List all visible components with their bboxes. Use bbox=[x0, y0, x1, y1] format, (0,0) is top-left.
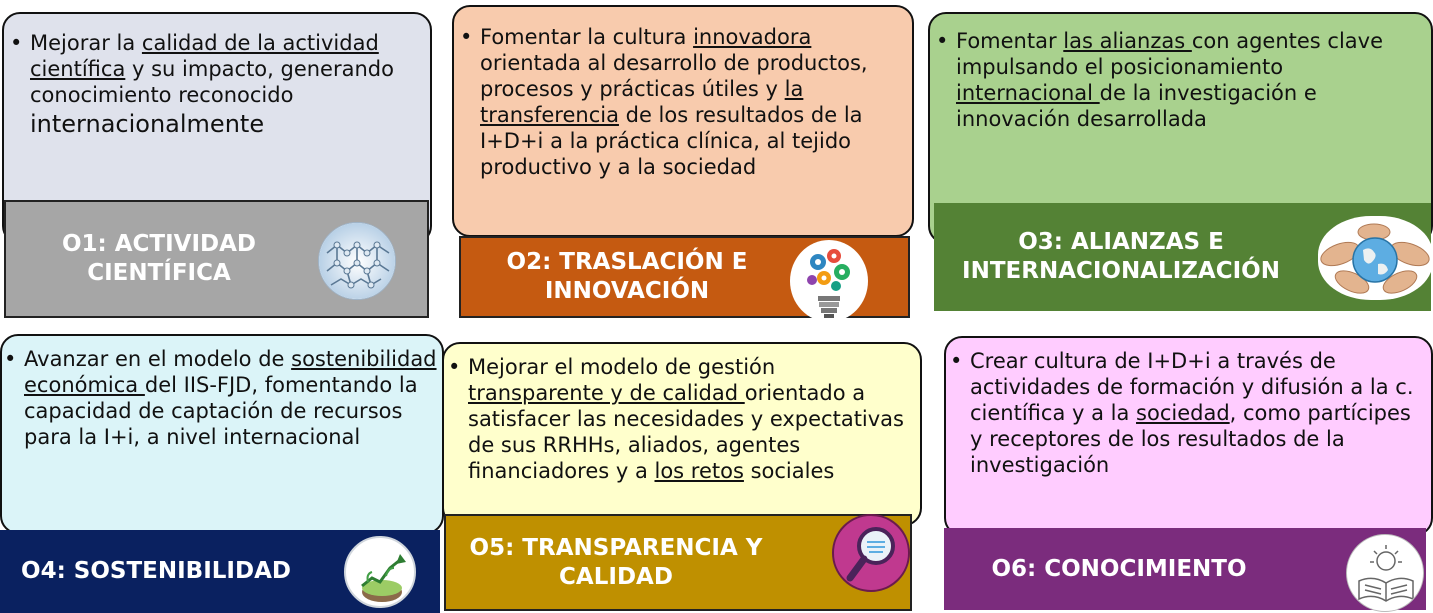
objective-text-o2: Fomentar la cultura innovadora orientada… bbox=[458, 24, 888, 180]
objective-text-o1: Mejorar la calidad de la actividad cient… bbox=[8, 30, 428, 140]
molecule-network-icon bbox=[318, 222, 396, 300]
objective-title-o3: O3: ALIANZAS E bbox=[1018, 229, 1224, 255]
objective-bar-o1: O1: ACTIVIDAD CIENTÍFICA bbox=[4, 200, 429, 318]
objective-title-o1-line2: CIENTÍFICA bbox=[87, 260, 231, 286]
objective-title-o2-line2: INNOVACIÓN bbox=[544, 278, 710, 304]
objective-title-o5: O5: TRANSPARENCIA Y bbox=[469, 534, 763, 561]
objective-title-o4: O4: SOSTENIBILIDAD bbox=[21, 558, 291, 584]
objective-text-o3: Fomentar las alianzas con agentes clave … bbox=[934, 28, 1404, 132]
globe-hands-icon bbox=[1318, 216, 1433, 300]
objective-text-o4: Avanzar en el modelo de sostenibilidad e… bbox=[2, 346, 442, 450]
objective-text-o5: Mejorar el modelo de gestión transparent… bbox=[446, 354, 912, 512]
objective-title-o2: O2: TRASLACIÓN E bbox=[506, 249, 748, 275]
objective-bar-o6: O6: CONOCIMIENTO bbox=[944, 528, 1426, 610]
magnifying-glass-icon bbox=[832, 514, 910, 592]
growth-chart-plant-icon bbox=[344, 536, 416, 608]
objective-text-o6: Crear cultura de I+D+i a través de activ… bbox=[948, 348, 1428, 478]
objective-title-o5-line2: CALIDAD bbox=[559, 563, 673, 590]
objective-title-o3-line2: INTERNACIONALIZACIÓN bbox=[962, 258, 1280, 284]
objective-title-o6: O6: CONOCIMIENTO bbox=[991, 555, 1247, 582]
objective-title-o1: O1: ACTIVIDAD bbox=[61, 231, 257, 257]
open-book-icon bbox=[1346, 534, 1424, 612]
lightbulb-gears-icon bbox=[790, 240, 868, 322]
